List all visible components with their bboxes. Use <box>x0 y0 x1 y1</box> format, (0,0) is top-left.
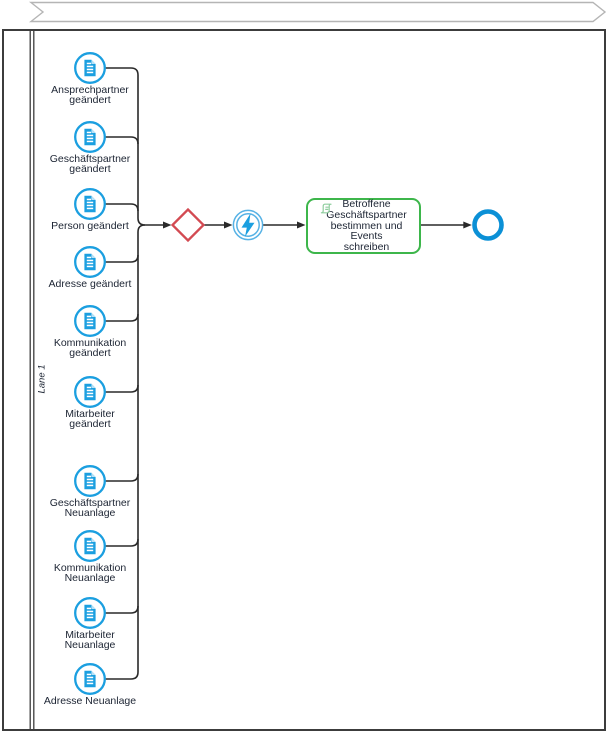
sequence-flow[interactable] <box>104 605 139 614</box>
event-label: Mitarbeiter geändert <box>65 407 115 431</box>
start-event[interactable] <box>74 597 106 629</box>
start-event[interactable] <box>74 376 106 408</box>
start-event[interactable] <box>74 121 106 153</box>
exclusive-gateway[interactable] <box>170 207 206 243</box>
scroll-icon <box>320 203 332 214</box>
process-banner[interactable] <box>28 1 607 23</box>
start-event[interactable] <box>74 52 106 84</box>
event-label: Person geändert <box>51 219 129 232</box>
sequence-flow[interactable] <box>104 203 139 212</box>
intermediate-event[interactable] <box>232 209 264 241</box>
lane-label[interactable]: Lane 1 <box>36 364 48 394</box>
task-label: Betroffene Geschäftspartner bestimmen un… <box>326 198 407 254</box>
end-event[interactable] <box>472 209 504 241</box>
event-label: Mitarbeiter Neuanlage <box>64 628 116 652</box>
arrowhead-icon <box>463 221 472 229</box>
event-label: Geschäftspartner geändert <box>49 152 131 176</box>
arrowhead-icon <box>224 221 233 229</box>
event-label: Adresse geändert <box>48 277 132 290</box>
event-label: Geschäftspartner Neuanlage <box>49 496 131 520</box>
start-event[interactable] <box>74 188 106 220</box>
pool-border[interactable] <box>2 29 606 731</box>
sequence-flow[interactable] <box>104 473 139 482</box>
arrowhead-icon <box>163 221 172 229</box>
sequence-flow[interactable] <box>104 136 139 145</box>
event-label: Kommunikation Neuanlage <box>53 561 127 585</box>
lightning-bolt-icon <box>241 213 255 237</box>
sequence-flow[interactable] <box>104 224 146 680</box>
arrowhead-icon <box>297 221 306 229</box>
event-label: Adresse Neuanlage <box>43 694 137 707</box>
start-event[interactable] <box>74 246 106 278</box>
sequence-flow[interactable] <box>104 313 139 322</box>
start-event[interactable] <box>74 465 106 497</box>
sequence-flow[interactable] <box>104 384 139 393</box>
start-event[interactable] <box>74 663 106 695</box>
script-task[interactable]: Betroffene Geschäftspartner bestimmen un… <box>306 198 421 254</box>
event-label: Kommunikation geändert <box>53 336 127 360</box>
start-event[interactable] <box>74 305 106 337</box>
event-label: Ansprechpartner geändert <box>51 83 129 107</box>
sequence-flow[interactable] <box>104 538 139 547</box>
start-event[interactable] <box>74 530 106 562</box>
sequence-flow[interactable] <box>104 254 139 263</box>
